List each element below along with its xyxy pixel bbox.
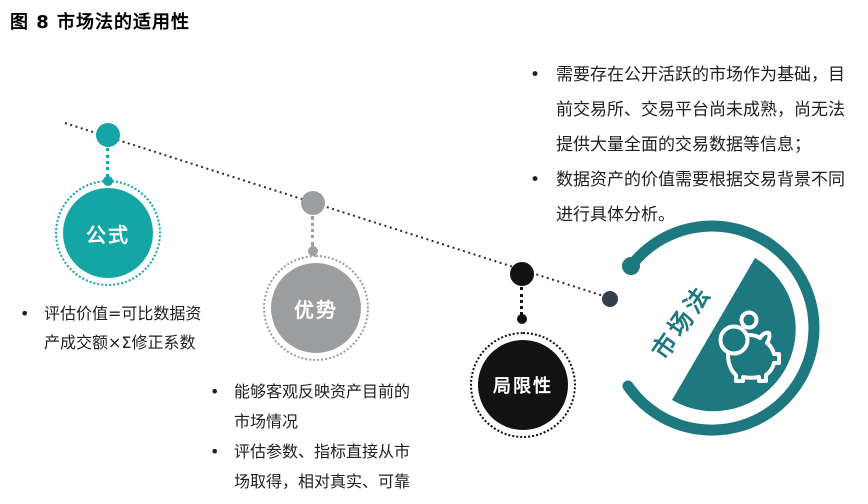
figure-title: 图 8 市场法的适用性 [10, 12, 191, 33]
timeline-anchor-advantage [301, 191, 325, 215]
note-text: 数据资产的价值需要根据交易背景不同 进行具体分析。 [556, 170, 845, 225]
bubble-advantage: 优势 [271, 263, 361, 353]
market-circle-arc [622, 220, 820, 436]
bubble-limitation: 局限性 [478, 340, 568, 430]
timeline-dotted-line [64, 122, 611, 299]
connector-limitation [520, 287, 523, 315]
note-text: 评估价值=可比数据资 产成交额×Σ修正系数 [44, 304, 202, 352]
connector-advantage [311, 216, 314, 246]
note-text: 评估参数、指标直接从市 场取得，相对真实、可靠 [234, 442, 411, 491]
note-item: • 评估参数、指标直接从市 场取得，相对真实、可靠 [210, 437, 455, 497]
bubble-limitation-label: 局限性 [493, 376, 553, 397]
connector-formula [106, 148, 109, 177]
note-advantages: • 能够客观反映资产目前的 市场情况 • 评估参数、指标直接从市 场取得，相对真… [210, 377, 455, 497]
bubble-formula: 公式 [63, 188, 153, 278]
bubble-formula-label: 公式 [86, 222, 130, 247]
note-item: • 数据资产的价值需要根据交易背景不同 进行具体分析。 [530, 163, 864, 233]
coin-small-icon [739, 310, 759, 330]
timeline-anchor-limitation [510, 262, 534, 286]
bubble-advantage-label: 优势 [294, 297, 338, 322]
timeline-anchor-formula [96, 123, 120, 147]
market-arc-cap-dot [622, 257, 640, 275]
ring-advantage: 优势 [263, 255, 369, 361]
note-item: • 能够客观反映资产目前的 市场情况 [210, 377, 455, 437]
piggy-bank-icon [718, 310, 781, 383]
bullet-dot: • [20, 304, 30, 323]
bullet-dot: • [530, 170, 541, 190]
note-text: 需要存在公开活跃的市场作为基础，目 前交易所、交易平台尚未成熟，尚无法 提供大量… [556, 65, 845, 155]
note-item: • 评估价值=可比数据资 产成交额×Σ修正系数 [20, 299, 250, 357]
note-formula: • 评估价值=可比数据资 产成交额×Σ修正系数 [20, 299, 250, 357]
ring-formula: 公式 [55, 180, 161, 286]
bullet-dot: • [210, 382, 220, 401]
bullet-dot: • [210, 442, 220, 461]
piggy-body-outline [726, 330, 781, 383]
ring-limitation: 局限性 [470, 332, 576, 438]
timeline-end-dot [602, 291, 618, 307]
coin-large-icon [718, 324, 750, 356]
note-limitations: • 需要存在公开活跃的市场作为基础，目 前交易所、交易平台尚未成熟，尚无法 提供… [530, 58, 864, 233]
mini-dot-limitation [517, 314, 527, 324]
note-item: • 需要存在公开活跃的市场作为基础，目 前交易所、交易平台尚未成熟，尚无法 提供… [530, 58, 864, 163]
mini-dot-advantage [308, 246, 318, 256]
bullet-dot: • [530, 65, 541, 85]
note-text: 能够客观反映资产目前的 市场情况 [234, 382, 411, 431]
